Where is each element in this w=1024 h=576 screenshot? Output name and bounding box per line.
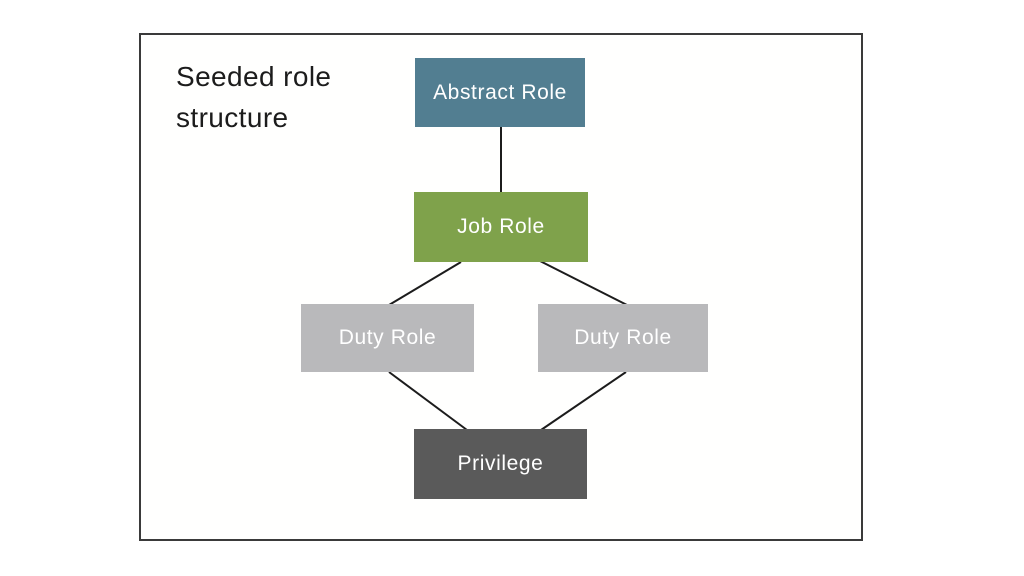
node-job-role-label: Job Role [457,215,545,238]
node-duty-role-left-label: Duty Role [338,326,437,349]
node-duty-role-right-label: Duty Role [574,326,672,349]
diagram-title: Seeded role structure [176,61,332,133]
node-duty-role-left: Duty Role [301,304,474,372]
node-job-role: Job Role [414,192,588,262]
node-abstract-role: Abstract Role [415,58,585,127]
node-privilege: Privilege [414,429,587,499]
node-privilege-label: Privilege [457,452,544,475]
node-duty-role-right: Duty Role [538,304,708,372]
node-abstract-role-label: Abstract Role [433,80,567,104]
